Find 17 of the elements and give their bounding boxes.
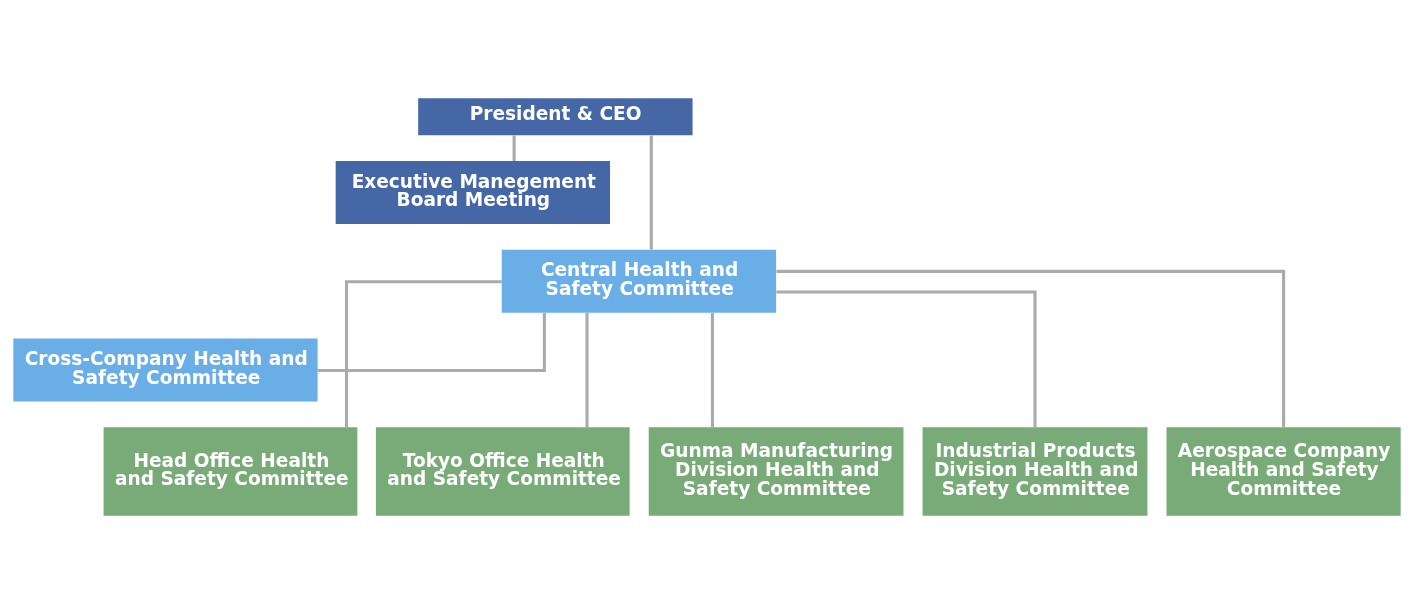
connector	[710, 313, 714, 428]
node-box: Executive Manegement Board Meeting	[335, 161, 611, 224]
node-box: Aerospace Company Health and Safety Committee	[1166, 427, 1401, 516]
connector	[344, 280, 502, 427]
connector	[317, 312, 546, 372]
connector	[776, 290, 1037, 428]
connector	[649, 135, 653, 250]
node-box: Central Health and Safety Committee	[501, 249, 777, 313]
node-box: Cross-Company Health and Safety Committee	[13, 338, 318, 402]
node-box: Head Office Health and Safety Committee	[103, 427, 358, 516]
node-box: President & CEO	[418, 98, 693, 136]
connector	[512, 135, 516, 161]
node-box: Industrial Products Division Health and Safety Committee	[922, 427, 1148, 516]
node-box: Gunma Manufacturing Division Health and Safety Committee	[648, 427, 904, 516]
connector	[776, 269, 1286, 428]
node-box: Tokyo Office Health and Safety Committee	[375, 427, 630, 516]
connector	[585, 313, 589, 428]
